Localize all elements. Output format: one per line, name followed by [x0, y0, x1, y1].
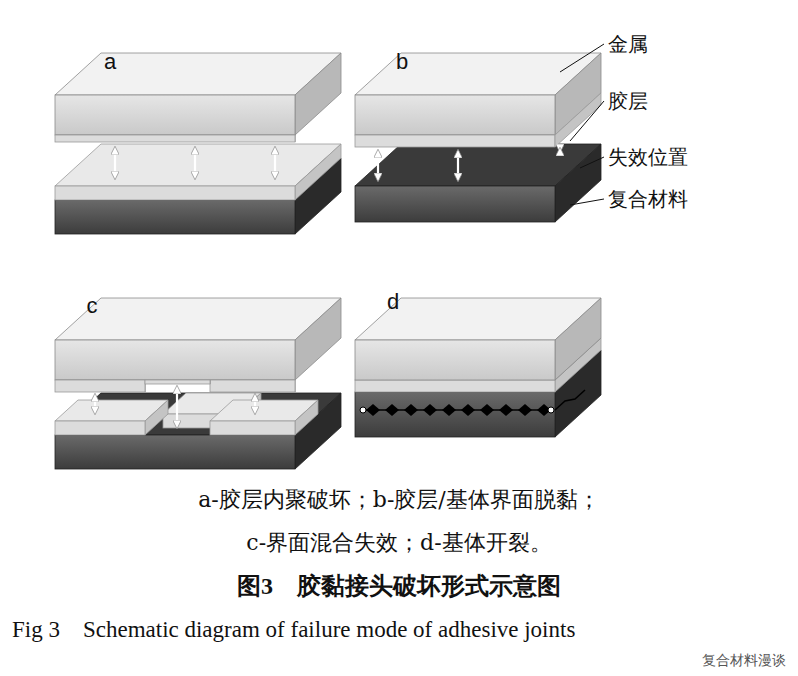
separation-arrow [377, 151, 379, 180]
panel-letter: d [387, 289, 399, 315]
legend-note: c-界面混合失效；d-基体开裂。 [246, 530, 551, 556]
leader-line [570, 101, 604, 141]
part-name: 胶层 [608, 89, 648, 113]
separation-arrow [274, 148, 276, 178]
metal-block [55, 53, 341, 135]
metal-block [355, 53, 601, 135]
separation-arrow [114, 148, 116, 178]
adhesive-patch [55, 400, 168, 435]
separation-arrow [176, 387, 178, 427]
figure-title: 图3 胶黏接头破坏形式示意图 [237, 572, 561, 601]
separation-arrow [559, 149, 561, 151]
composite-block [355, 144, 601, 222]
part-name: 复合材料 [608, 187, 688, 211]
adhesive-layer [55, 144, 341, 200]
panel-letter: b [396, 49, 408, 75]
adhesive-patch [210, 400, 318, 435]
composite-block [55, 393, 341, 469]
legend-note: a-胶层内聚破坏；b-胶层/基体界面脱黏； [198, 487, 599, 513]
panel-letter: c [87, 293, 98, 319]
adhesive-layer [55, 135, 295, 142]
adhesive-patch [210, 380, 295, 392]
separation-arrow [457, 151, 459, 180]
leader-line [570, 199, 604, 205]
adhesive-layer [355, 135, 555, 147]
separation-arrow [94, 395, 96, 413]
adhesive-side [555, 93, 601, 147]
metal-block [55, 298, 341, 380]
crack [360, 384, 585, 416]
adhesive-patch [55, 380, 145, 392]
figure-caption: Fig 3 Schematic diagram of failure mode … [12, 616, 575, 644]
panel-letter: a [104, 49, 116, 75]
watermark: 复合材料漫谈 [702, 652, 786, 669]
separation-arrow [194, 148, 196, 178]
part-name: 金属 [608, 32, 648, 56]
part-name: 失效位置 [608, 145, 688, 169]
leader-line [560, 44, 604, 72]
separation-arrow [254, 395, 256, 413]
adhesive-patch [145, 380, 210, 384]
leader-line [580, 157, 604, 168]
